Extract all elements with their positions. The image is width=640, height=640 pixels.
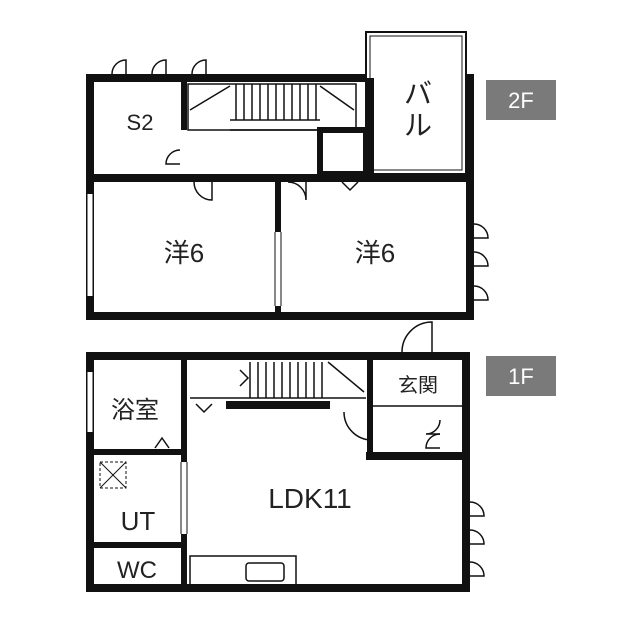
badge-1f-label: 1F (508, 364, 534, 389)
doors-2f (111, 59, 489, 301)
kitchen-counter (189, 555, 297, 587)
room-label-storage: S2 (127, 110, 154, 135)
outer-wall-1f (86, 352, 470, 592)
stairs-2f (187, 83, 357, 131)
room-label-western-left: 洋6 (164, 238, 204, 268)
badge-1f: 1F (486, 356, 556, 396)
badge-2f: 2F (486, 80, 556, 120)
room-label-bath: 浴室 (111, 397, 159, 424)
room-label-balcony-1: バ (404, 78, 432, 109)
badge-2f-label: 2F (508, 88, 534, 113)
floor-1f: 浴室 玄関 UT LDK11 WC (86, 321, 485, 592)
floor-2f: S2 バ ル 洋6 洋6 (86, 31, 489, 320)
sink-icon (245, 562, 285, 582)
doors-1f (154, 321, 485, 577)
room-label-balcony-2: ル (404, 110, 432, 141)
stairs-1f (190, 361, 366, 399)
room-label-utility: UT (121, 506, 156, 536)
room-label-ldk: LDK11 (268, 483, 352, 514)
room-label-western-right: 洋6 (355, 238, 395, 268)
fan-icon (99, 461, 127, 489)
room-label-toilet: WC (117, 557, 157, 584)
room-label-entrance: 玄関 (398, 374, 438, 397)
